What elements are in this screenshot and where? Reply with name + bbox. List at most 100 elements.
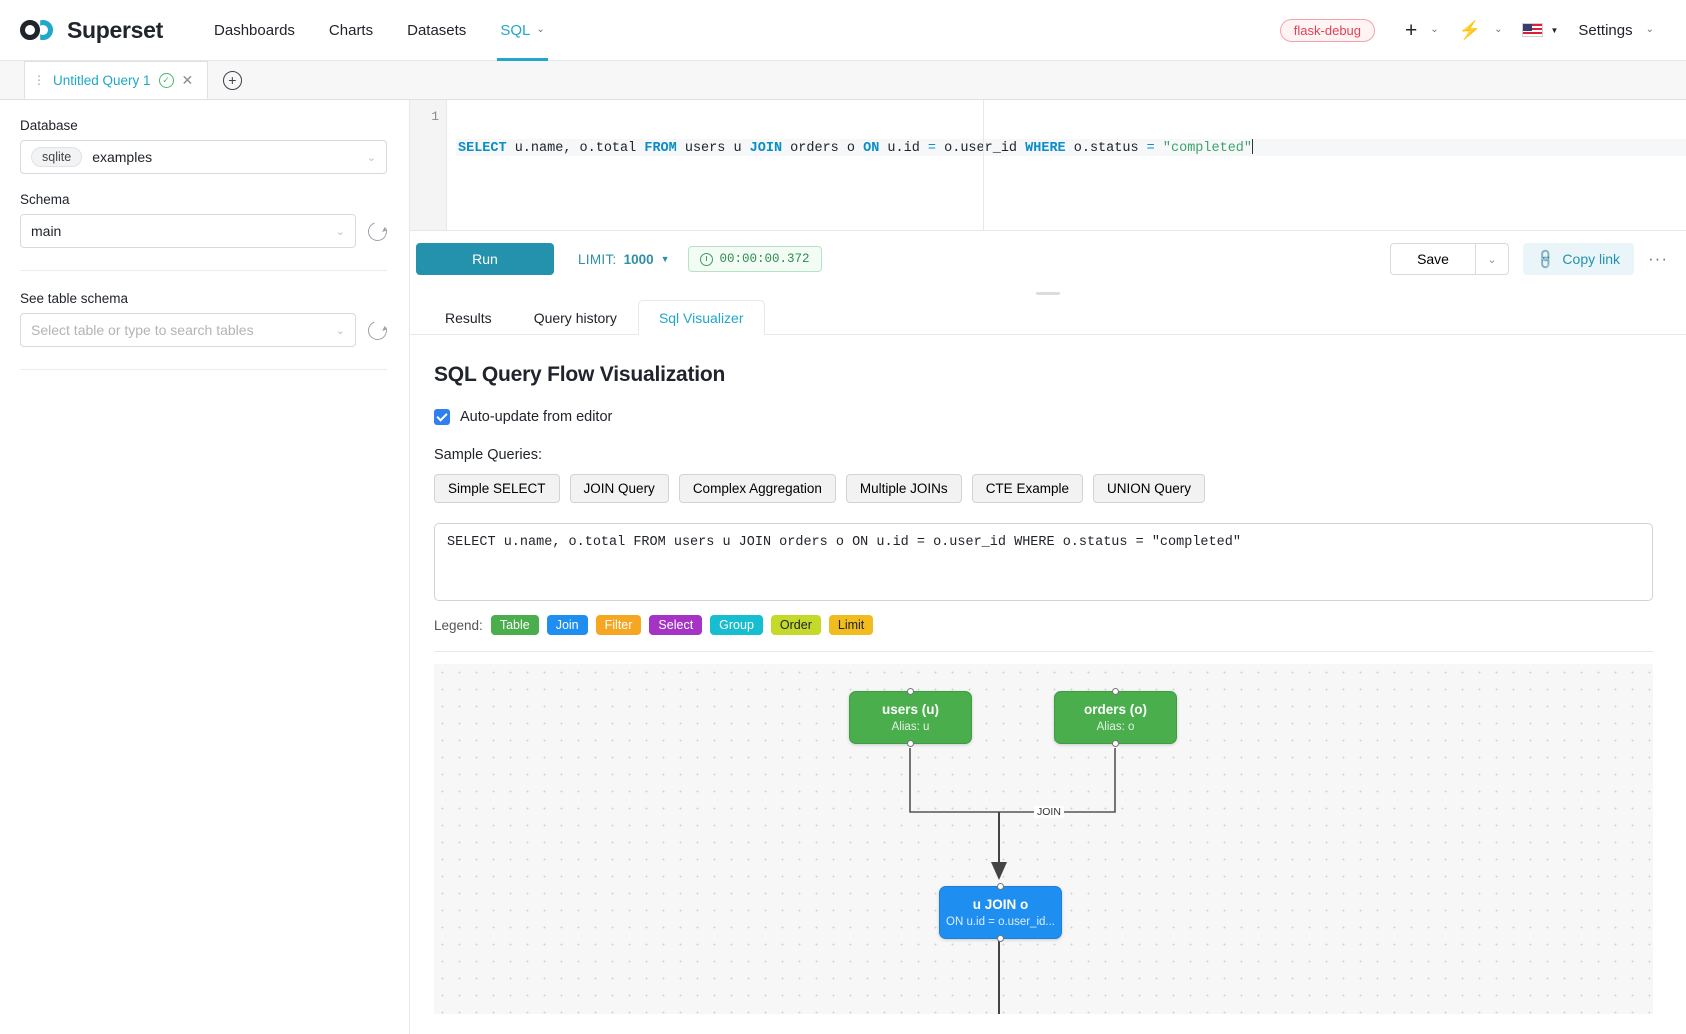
flow-node-title: u JOIN o xyxy=(972,897,1029,912)
superset-logo-icon xyxy=(20,18,58,42)
flow-edges xyxy=(909,748,1116,1014)
chevron-down-icon: ▼ xyxy=(660,254,670,264)
tab-query-history-label: Query history xyxy=(533,310,617,326)
nav-link-charts[interactable]: Charts xyxy=(312,0,390,60)
save-dropdown-chevron-down-icon[interactable]: ⌄ xyxy=(1474,243,1509,275)
chevron-down-icon: ⌄ xyxy=(536,24,545,35)
chevron-down-icon: ⌄ xyxy=(1645,24,1654,35)
toolbar-right-cluster: Save ⌄ 🔗 Copy link ··· xyxy=(1390,243,1668,275)
save-group: Save ⌄ xyxy=(1390,243,1509,275)
us-flag-icon xyxy=(1522,23,1544,37)
query-timer: 00:00:00.372 xyxy=(687,246,822,272)
new-item-button[interactable]: + ⌄ xyxy=(1395,20,1449,41)
editor-line-number: 1 xyxy=(431,109,439,124)
drag-handle-icon[interactable]: ⋮ xyxy=(33,73,45,87)
sql-editor[interactable]: 1 SELECT u.name, o.total FROM users u JO… xyxy=(410,100,1686,231)
nav-link-datasets[interactable]: Datasets xyxy=(390,0,483,60)
flow-node-subtitle: ON u.id = o.user_id... xyxy=(946,916,1055,928)
auto-update-checkbox[interactable] xyxy=(434,409,450,425)
node-handle-top[interactable] xyxy=(996,883,1004,890)
editor-code[interactable]: SELECT u.name, o.total FROM users u JOIN… xyxy=(447,100,1686,230)
sample-button-complex-aggregation[interactable]: Complex Aggregation xyxy=(678,474,836,503)
legend-chip-limit: Limit xyxy=(828,615,874,635)
copy-link-button[interactable]: 🔗 Copy link xyxy=(1522,243,1635,275)
chevron-down-icon: ⌄ xyxy=(335,324,345,337)
nav-link-dashboards[interactable]: Dashboards xyxy=(197,0,312,60)
editor-code-line-1: SELECT u.name, o.total FROM users u JOIN… xyxy=(456,139,1686,156)
sample-button-multiple-joins[interactable]: Multiple JOINs xyxy=(845,474,962,503)
language-selector[interactable]: ▼ xyxy=(1512,23,1568,37)
limit-dropdown[interactable]: LIMIT: 1000 ▼ xyxy=(578,252,670,267)
flow-node-title: orders (o) xyxy=(1083,702,1147,717)
sample-button-join-query[interactable]: JOIN Query xyxy=(569,474,669,503)
sql-input-textarea[interactable] xyxy=(434,523,1653,601)
tab-query-history[interactable]: Query history xyxy=(513,300,638,335)
more-options-icon[interactable]: ··· xyxy=(1648,249,1668,268)
node-handle-top[interactable] xyxy=(1111,688,1119,695)
query-tab-label: Untitled Query 1 xyxy=(53,72,151,88)
page-title: SQL Query Flow Visualization xyxy=(434,363,726,386)
refresh-tables-icon[interactable] xyxy=(364,317,391,343)
close-icon[interactable]: ✕ xyxy=(181,71,194,88)
query-tab-untitled-query-1[interactable]: ⋮ Untitled Query 1 ✓ ✕ xyxy=(24,61,209,99)
left-sidebar: Database sqlite examples ⌄ Schema main ⌄… xyxy=(0,100,410,1034)
edge-label-join: JOIN xyxy=(1034,806,1064,818)
save-button[interactable]: Save xyxy=(1390,243,1475,275)
database-label: Database xyxy=(20,118,78,133)
node-handle-bottom[interactable] xyxy=(996,935,1004,942)
auto-update-label: Auto-update from editor xyxy=(460,409,613,425)
schema-value: main xyxy=(31,223,62,239)
flow-canvas[interactable]: JOIN users (u)Alias: u orders (o)Alias: o… xyxy=(434,664,1653,1014)
clock-icon xyxy=(699,252,713,266)
legend-chip-filter: Filter xyxy=(595,615,642,635)
link-icon: 🔗 xyxy=(1533,246,1558,271)
table-schema-label: See table schema xyxy=(20,291,129,306)
sample-button-cte-example[interactable]: CTE Example xyxy=(971,474,1083,503)
legend-chip-group: Group xyxy=(710,615,763,635)
pane-splitter[interactable] xyxy=(410,287,1686,299)
tab-results[interactable]: Results xyxy=(424,300,513,335)
primary-nav: Dashboards Charts Datasets SQL ⌄ xyxy=(197,0,562,61)
schema-select[interactable]: main ⌄ xyxy=(20,214,356,248)
tab-sql-visualizer-label: Sql Visualizer xyxy=(658,310,744,326)
node-handle-bottom[interactable] xyxy=(1111,740,1119,747)
chevron-down-icon: ⌄ xyxy=(366,151,376,164)
table-select[interactable]: Select table or type to search tables ⌄ xyxy=(20,313,356,347)
flow-node-users[interactable]: users (u)Alias: u xyxy=(849,688,972,747)
run-button[interactable]: Run xyxy=(416,243,554,275)
tab-sql-visualizer[interactable]: Sql Visualizer xyxy=(637,300,765,335)
sample-button-simple-select[interactable]: Simple SELECT xyxy=(434,474,560,503)
settings-menu[interactable]: Settings ⌄ xyxy=(1568,22,1664,39)
auto-update-row: Auto-update from editor xyxy=(434,409,1662,425)
nav-link-sql[interactable]: SQL ⌄ xyxy=(483,0,561,61)
sidebar-divider-bottom xyxy=(20,369,387,370)
legend-label: Legend: xyxy=(434,617,483,633)
legend-chip-join: Join xyxy=(546,615,588,635)
table-placeholder: Select table or type to search tables xyxy=(31,322,254,338)
copy-link-label: Copy link xyxy=(1562,251,1621,267)
plus-circle-icon: + xyxy=(222,70,242,90)
add-query-tab-button[interactable]: + xyxy=(208,61,257,99)
superset-logo[interactable]: Superset xyxy=(20,17,163,44)
query-tab-strip: ⋮ Untitled Query 1 ✓ ✕ + xyxy=(0,61,1686,100)
database-select[interactable]: sqlite examples ⌄ xyxy=(20,140,387,174)
sample-button-union-query[interactable]: UNION Query xyxy=(1092,474,1205,503)
chevron-down-icon: ▼ xyxy=(1550,25,1559,35)
nav-link-datasets-label: Datasets xyxy=(407,21,467,39)
database-value: examples xyxy=(92,149,153,165)
schema-label: Schema xyxy=(20,192,70,207)
limit-value: 1000 xyxy=(623,251,654,267)
editor-toolbar: Run LIMIT: 1000 ▼ 00:00:00.372 Save ⌄ 🔗 … xyxy=(410,231,1686,287)
node-handle-bottom[interactable] xyxy=(906,740,914,747)
editor-pane: 1 SELECT u.name, o.total FROM users u JO… xyxy=(410,100,1686,1034)
limit-label: LIMIT: xyxy=(578,251,617,267)
plus-icon: + xyxy=(1405,18,1418,42)
refresh-schema-icon[interactable] xyxy=(364,218,391,244)
legend-chip-table: Table xyxy=(490,615,539,635)
quick-actions-button[interactable]: ⚡ ⌄ xyxy=(1449,21,1513,39)
flow-node-orders[interactable]: orders (o)Alias: o xyxy=(1054,688,1177,747)
flow-node-join[interactable]: u JOIN o ON u.id = o.user_id... xyxy=(939,883,1062,942)
node-handle-top[interactable] xyxy=(906,688,914,695)
